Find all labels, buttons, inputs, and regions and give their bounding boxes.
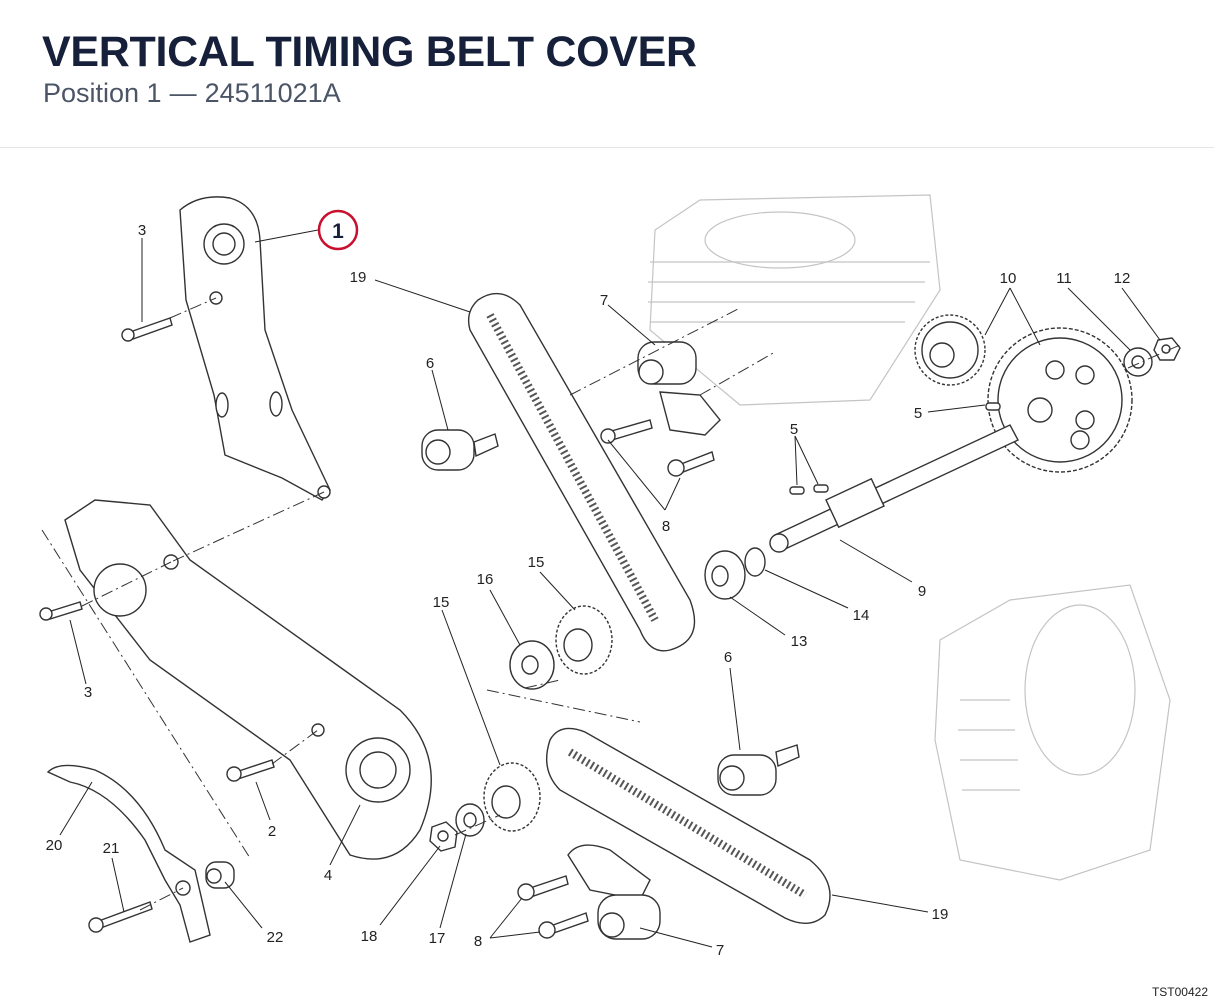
- part-horizontal-belt-cover: [64, 499, 432, 860]
- assembly-axes: [41, 297, 1181, 911]
- callout-14: 14: [853, 607, 870, 624]
- callout-11: 11: [1056, 270, 1072, 287]
- callout-16: 16: [477, 571, 494, 588]
- callout-6: 6: [724, 649, 732, 666]
- callout-13: 13: [791, 633, 808, 650]
- callout-10: 10: [1000, 270, 1017, 287]
- part-washer-11: [1123, 347, 1153, 377]
- callout-8: 8: [662, 518, 670, 535]
- callout-15: 15: [433, 594, 450, 611]
- callout-labels: 3 19 7 10 11 12 6 5 5 8 9 14 13 16 15 15…: [46, 222, 1131, 959]
- callout-5: 5: [914, 405, 922, 422]
- callout-18: 18: [361, 928, 378, 945]
- callout-9: 9: [918, 583, 926, 600]
- part-washer-17: [455, 803, 485, 837]
- callout-2: 2: [268, 823, 276, 840]
- callout-19: 19: [350, 269, 367, 286]
- page-title: VERTICAL TIMING BELT COVER: [42, 28, 697, 76]
- callout-15: 15: [528, 554, 545, 571]
- callout-5: 5: [790, 421, 798, 438]
- subtitle-separator: —: [169, 78, 197, 108]
- part-nut-12: [1153, 337, 1181, 361]
- callout-21: 21: [103, 840, 120, 857]
- part-vertical-timing-belt-cover[interactable]: [179, 196, 331, 501]
- part-shaft: [769, 424, 1019, 553]
- callout-19: 19: [932, 906, 949, 923]
- callout-7: 7: [716, 942, 724, 959]
- part-pulley-upper: [555, 605, 613, 675]
- part-number: 24511021A: [204, 78, 341, 108]
- part-spacer-upper: [421, 429, 499, 471]
- position-label: Position 1: [43, 78, 162, 108]
- part-tensioner-lower: [517, 844, 661, 940]
- part-washer-13: [704, 550, 746, 600]
- page-header: VERTICAL TIMING BELT COVER Position 1—24…: [0, 0, 1214, 148]
- leader-lines: [59, 238, 1161, 948]
- part-gear-small: [914, 314, 986, 386]
- part-spacer-lower: [717, 744, 800, 796]
- part-circlip-14: [744, 547, 766, 577]
- callout-12: 12: [1114, 270, 1131, 287]
- page-subtitle: Position 1—24511021A: [43, 78, 341, 109]
- callout-6: 6: [426, 355, 434, 372]
- part-nut-18: [429, 821, 458, 852]
- callout-7: 7: [600, 292, 608, 309]
- part-bush-22: [205, 861, 235, 889]
- callout-20: 20: [46, 837, 63, 854]
- callout-3: 3: [84, 684, 92, 701]
- part-washer-16: [509, 640, 555, 690]
- callout-22: 22: [267, 929, 284, 946]
- part-pulley-lower: [483, 762, 541, 832]
- callout-3: 3: [138, 222, 146, 239]
- part-timing-belt-lower: [546, 727, 831, 924]
- part-gear-large: [987, 327, 1133, 473]
- highlight-callout[interactable]: 1: [254, 209, 359, 251]
- part-screws: [39, 317, 275, 933]
- part-key-5: [789, 402, 1001, 495]
- callout-8: 8: [474, 933, 482, 950]
- callout-4: 4: [324, 867, 332, 884]
- drawing-code: TST00422: [1151, 985, 1208, 999]
- background-cylinder-lower: [934, 584, 1171, 881]
- highlight-label: 1: [332, 220, 344, 243]
- callout-17: 17: [429, 930, 446, 947]
- background-cylinder-upper: [648, 194, 941, 406]
- part-timing-belt-upper: [467, 292, 696, 652]
